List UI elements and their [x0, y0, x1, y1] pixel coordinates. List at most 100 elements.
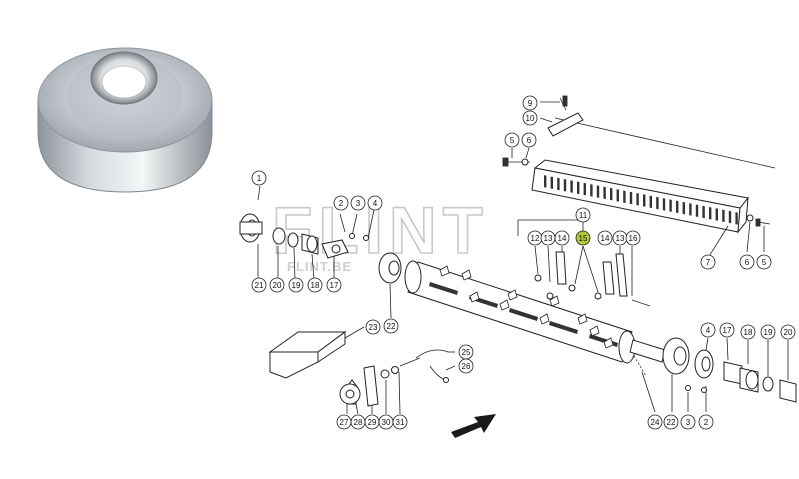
callout-label: 22: [387, 322, 396, 331]
callout-circle: [700, 322, 716, 338]
callout-c29: 29: [364, 414, 380, 430]
callout-c4b: 4: [700, 322, 716, 338]
callout-label: 19: [292, 281, 301, 290]
watermark-sub: FLINT.BE: [287, 259, 352, 274]
callout-c3b: 3: [680, 414, 696, 430]
callout-label: 27: [340, 418, 349, 427]
callout-circle: [575, 207, 591, 223]
callout-c17a: 17: [326, 277, 342, 293]
callout-circle: [392, 414, 408, 430]
callout-label: 20: [273, 281, 282, 290]
callout-label: 26: [462, 362, 471, 371]
callout-circle: [780, 324, 796, 340]
comb-slot: [610, 187, 613, 201]
callout-label: 16: [629, 234, 638, 243]
callout-label: 3: [686, 418, 691, 427]
callout-c7: 7: [700, 254, 716, 270]
callout-circle: [739, 254, 755, 270]
roller-slot: [509, 308, 538, 321]
callout-c21a: 21: [251, 277, 267, 293]
callout-label: 31: [396, 418, 405, 427]
callout-c12: 12: [527, 230, 543, 246]
bolt-assembly-top: [502, 147, 530, 167]
callout-circle: [740, 324, 756, 340]
roller-tab: [539, 313, 550, 325]
callout-circle: [647, 414, 663, 430]
callout-c1: 1: [251, 170, 267, 186]
callout-label: 10: [526, 114, 535, 123]
callout-c14a: 14: [554, 230, 570, 246]
comb-slot: [715, 208, 718, 221]
comb-slot: [577, 181, 580, 195]
roller-shaft: [404, 219, 666, 364]
callout-label: 2: [704, 418, 709, 427]
callout-circle: [756, 254, 772, 270]
comb-slot: [682, 201, 685, 215]
callout-c26: 26: [458, 358, 474, 374]
comb-slot: [550, 176, 553, 189]
callout-label: 6: [745, 258, 750, 267]
comb-slot: [596, 185, 600, 198]
roller-tab: [549, 295, 560, 307]
callout-c13a: 13: [540, 230, 556, 246]
bracket-group: [534, 245, 651, 307]
callout-label: 23: [369, 323, 378, 332]
callout-label: 15: [579, 234, 588, 243]
left-bearing-group: [239, 185, 375, 281]
roller-tab: [439, 265, 450, 277]
callout-c13b: 13: [612, 230, 628, 246]
roller-tab: [577, 313, 588, 325]
callout-circle: [522, 110, 538, 126]
callout-c10: 10: [522, 110, 538, 126]
comb-slot: [544, 175, 547, 188]
comb-slot: [676, 200, 679, 214]
callout-c20a: 20: [269, 277, 285, 293]
callout-c19a: 19: [288, 277, 304, 293]
callout-circle: [365, 319, 381, 335]
callout-label: 21: [255, 281, 264, 290]
callout-c18b: 18: [740, 324, 756, 340]
callout-c9: 9: [522, 95, 538, 111]
callout-c3a: 3: [350, 195, 366, 211]
callout-circle: [333, 195, 349, 211]
callout-circle: [350, 195, 366, 211]
comb-slot: [603, 186, 606, 200]
roller-tab: [499, 299, 510, 311]
callout-c2b: 2: [698, 414, 714, 430]
callout-label: 17: [330, 281, 339, 290]
roller-tab: [603, 337, 614, 349]
callout-circle: [288, 277, 304, 293]
callout-label: 24: [651, 418, 660, 427]
callout-label: 18: [311, 281, 320, 290]
comb-slot: [735, 212, 738, 225]
callout-label: 29: [368, 418, 377, 427]
comb-slot: [702, 205, 705, 219]
callout-label: 14: [558, 234, 567, 243]
callout-circle: [698, 414, 714, 430]
callout-circle: [554, 230, 570, 246]
callout-label: 22: [667, 418, 676, 427]
callout-c5b: 5: [756, 254, 772, 270]
comb-slot: [643, 194, 646, 207]
comb-slot: [709, 207, 712, 220]
callout-c15: 15: [575, 230, 591, 246]
callout-circle: [521, 132, 537, 148]
callout-label: 11: [579, 211, 588, 220]
callout-c31: 31: [392, 414, 408, 430]
comb-slot: [590, 184, 593, 197]
product-photo: [37, 47, 213, 193]
direction-arrow: [451, 414, 496, 438]
callout-label: 28: [354, 418, 363, 427]
comb-slot: [557, 177, 560, 191]
comb-slot: [636, 193, 639, 206]
callout-c24: 24: [647, 414, 663, 430]
callout-circle: [719, 322, 735, 338]
comb-slot: [656, 196, 659, 210]
roller-slot: [549, 321, 578, 334]
callout-circle: [522, 95, 538, 111]
comb-slot: [570, 180, 573, 193]
callout-label: 3: [356, 199, 361, 208]
callout-label: 7: [706, 258, 711, 267]
callout-c23: 23: [365, 319, 381, 335]
